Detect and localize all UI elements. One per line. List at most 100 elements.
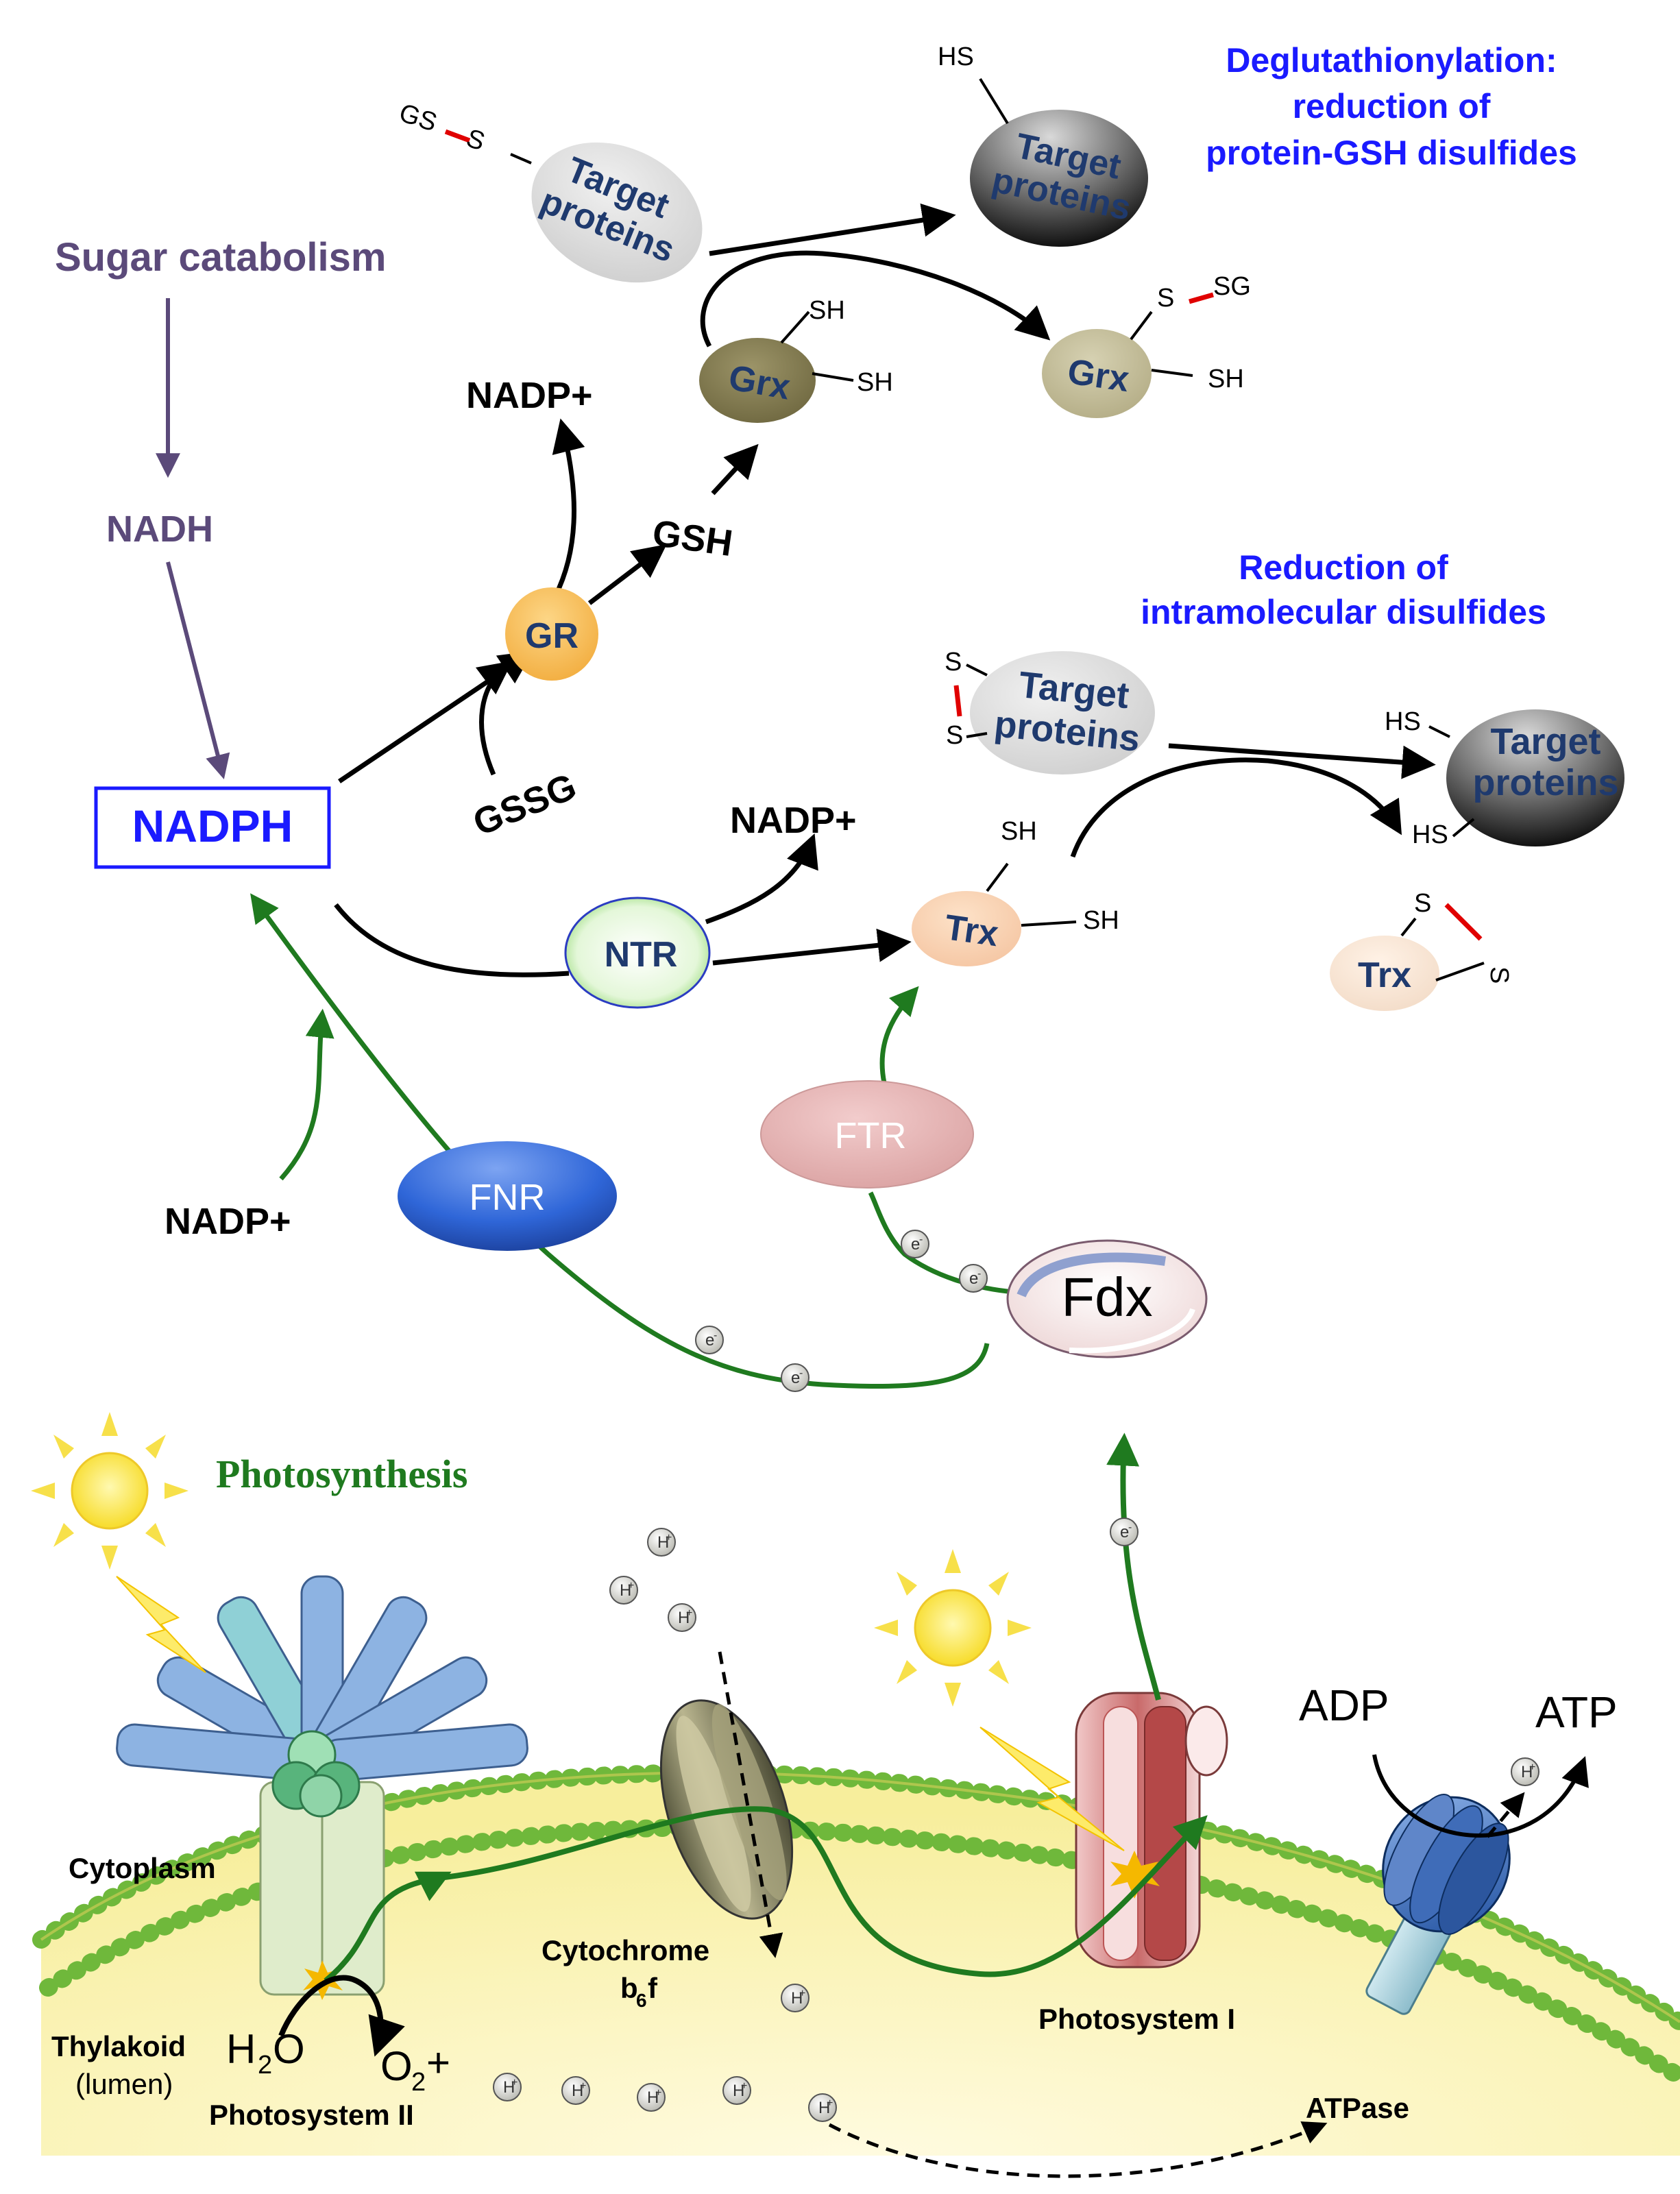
nadp-plus-bottom-label: NADP+ [165, 1201, 291, 1242]
proton-marker: H+ [1511, 1757, 1539, 1786]
grx-label-2: Grx [1065, 352, 1132, 400]
cytoplasm-label: Cytoplasm [69, 1852, 216, 1884]
nadph-to-ntr-arrow [334, 903, 570, 977]
cytochrome-label: Cytochrome [541, 1934, 709, 1966]
hs-bond-top [979, 77, 1009, 125]
grx2-s-bond [1130, 310, 1153, 341]
ntr-to-nadp-arrow [705, 833, 818, 925]
adp-atp-arrow [1372, 1754, 1589, 1838]
svg-text:O: O [273, 2026, 305, 2072]
hs-group-top-label: HS [938, 42, 974, 71]
svg-text:H: H [791, 1989, 803, 2008]
sh-group-label-4: SH [1001, 817, 1037, 846]
sun-icon-left [31, 1412, 188, 1570]
svg-text:e: e [791, 1369, 800, 1387]
grx-glutathionylated: Grx [1042, 329, 1152, 418]
trx-label-1: Trx [942, 907, 1001, 954]
trx-cycle-arrow [1070, 757, 1402, 858]
electron-marker: e- [959, 1264, 988, 1293]
proton-marker: H+ [637, 2083, 666, 2112]
lightning-icon-right [979, 1727, 1125, 1851]
svg-text:e: e [911, 1235, 920, 1254]
h2o-label: H 2 O [226, 2026, 305, 2080]
intramol-title-line1: Reduction of [1239, 548, 1448, 587]
svg-text:H: H [818, 2099, 830, 2117]
svg-text:b: b [620, 1972, 638, 2004]
target-label-4b: proteins [1472, 762, 1618, 803]
target-protein-glutathionylated: Target proteins [531, 142, 703, 283]
trx-reduced: Trx [912, 891, 1021, 966]
svg-text:H: H [226, 2026, 256, 2072]
s-group-label-5: S [1414, 889, 1431, 918]
proton-marker: H+ [808, 2093, 837, 2122]
svg-text:f: f [648, 1972, 658, 2004]
svg-text:2: 2 [258, 2051, 272, 2080]
svg-text:H: H [733, 2082, 744, 2100]
svg-text:H: H [572, 2082, 583, 2100]
gr-to-nadp-arrow [552, 418, 585, 598]
trx1-sh-bond-1 [986, 862, 1009, 892]
grx-reduced: Grx [699, 338, 816, 423]
ftr-enzyme: FTR [760, 1080, 974, 1189]
svg-text:+: + [799, 1988, 805, 1999]
proton-marker: H+ [647, 1528, 676, 1557]
s-group-label-6: S [1485, 966, 1513, 984]
b6f-label: b 6 f [620, 1972, 658, 2011]
proton-marker: H+ [668, 1603, 696, 1632]
gs-s-disulfide [444, 129, 471, 143]
adp-label: ADP [1299, 1681, 1389, 1730]
ntr-to-trx-arrow [712, 928, 912, 966]
fnr-label: FNR [470, 1177, 546, 1218]
photosystem-ii-label: Photosystem II [209, 2099, 414, 2131]
photosystem-i-complex [1075, 1692, 1228, 1968]
sun-icon-right [874, 1549, 1032, 1707]
proton-marker: H+ [561, 2076, 590, 2105]
target-protein-disulfide: Target proteins [970, 651, 1155, 775]
svg-text:+: + [580, 2080, 586, 2092]
electron-marker: e- [781, 1363, 809, 1392]
proton-marker: H+ [722, 2076, 751, 2105]
s-protein-bond [510, 153, 532, 164]
photosynthetic-electron-path [324, 1433, 1208, 1984]
target-label-4a: Target [1490, 721, 1600, 762]
sh-group-label-3: SH [1208, 365, 1244, 393]
gssg-label: GSSG [467, 766, 582, 844]
gs-group-label: GS [395, 99, 440, 138]
intramol-disulfide [953, 685, 962, 717]
nadph-label: NADPH [132, 801, 293, 851]
hs-group-label-3: HS [1412, 820, 1448, 849]
fnr-enzyme: FNR [398, 1141, 617, 1251]
gr-to-gsh-arrow [587, 544, 667, 605]
intramolecular-title: Reduction of intramolecular disulfides [1141, 548, 1546, 631]
svg-text:-: - [919, 1234, 923, 1245]
trx2-s-bond-2 [1435, 962, 1485, 982]
target-to-reduced-arrow [709, 203, 956, 256]
svg-text:2: 2 [411, 2068, 426, 2097]
svg-text:+: + [741, 2080, 747, 2092]
electron-markers: e-e-e-e-e- [695, 1230, 1139, 1546]
proton-markers: H+H+H+H+H+H+H+H+H+H+ [493, 1528, 1539, 2122]
electron-marker: e- [695, 1326, 724, 1354]
s-bond-3 [966, 663, 988, 677]
atp-label: ATP [1535, 1687, 1618, 1737]
svg-text:-: - [1128, 1522, 1132, 1533]
svg-text:e: e [705, 1331, 714, 1350]
svg-text:H: H [503, 2078, 515, 2097]
trx2-s-bond-1 [1400, 917, 1417, 937]
gssg-to-gr-arrow [475, 661, 513, 776]
sh-group-label-1: SH [809, 296, 845, 325]
photosystem-i-label: Photosystem I [1038, 2003, 1235, 2035]
gsh-label: GSH [650, 512, 735, 564]
deglut-title-line2: reduction of [1293, 87, 1491, 125]
trx-label-2: Trx [1358, 955, 1411, 995]
grx-cycle-arrow [700, 250, 1051, 348]
s-group-label-3: S [945, 648, 962, 677]
svg-text:+: + [666, 1532, 672, 1544]
sugar-catabolism-label: Sugar catabolism [55, 235, 386, 280]
nadh-to-nadph-arrow [166, 561, 230, 779]
trx-disulfide [1444, 903, 1483, 941]
proton-marker: H+ [781, 1984, 809, 2012]
s-group-label-2: S [1157, 284, 1174, 313]
svg-text:6: 6 [636, 1990, 647, 2011]
grx1-sh-bond-1 [780, 310, 810, 344]
